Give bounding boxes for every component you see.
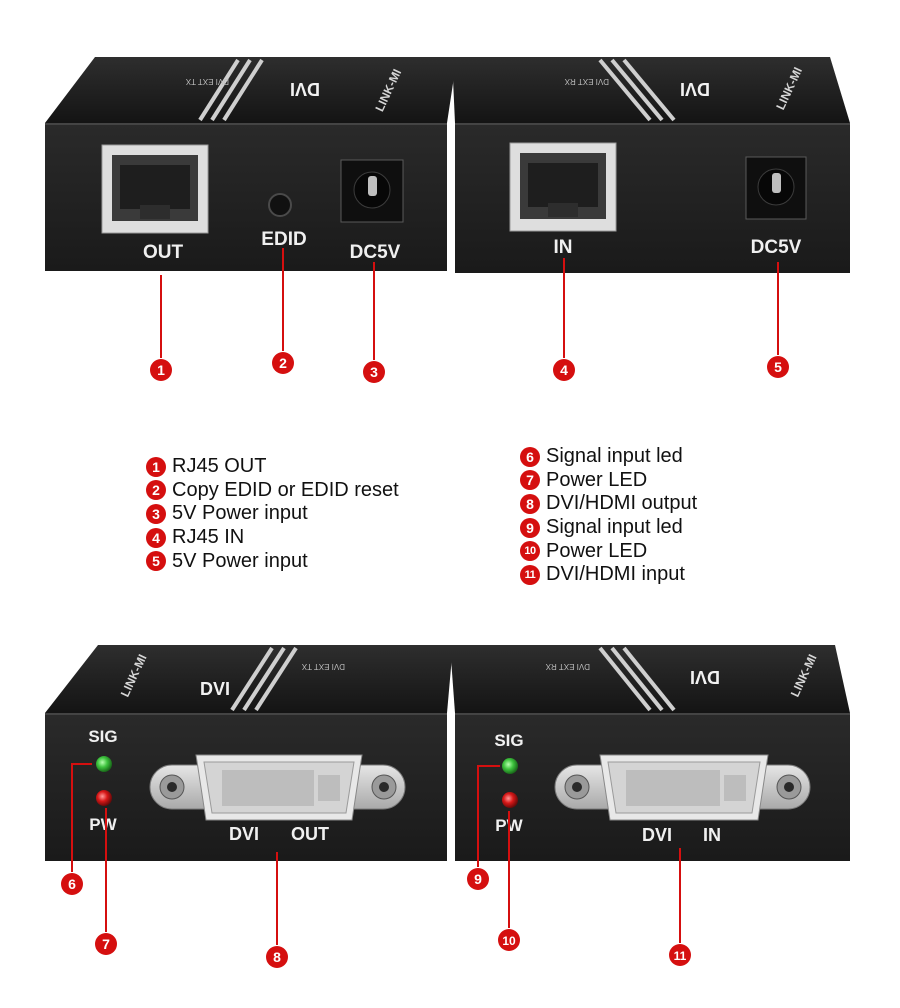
legend-badge: 6 [520,446,540,467]
dc-jack-rx [745,156,807,220]
callout-3: 3 [363,361,385,383]
legend-text: 5V Power input [172,502,308,525]
legend-item-8: 8 DVI/HDMI output [520,492,697,516]
legend-badge: 5 [146,551,166,572]
legend-item-9: 9 Signal input led [520,516,697,540]
bottom-tx-pw-led [96,790,112,806]
rj45-out-port [101,144,209,234]
legend-text: 5V Power input [172,549,308,572]
legend-badge: 4 [146,527,166,548]
legend-badge: 2 [146,480,166,501]
edid-label: EDID [261,229,306,250]
legend-badge: 9 [520,517,540,538]
legend-item-6: 6 Signal input led [520,445,697,469]
legend-item-2: 2 Copy EDID or EDID reset [146,479,399,503]
legend-item-5: 5 5V Power input [146,549,399,573]
callout-11: 11 [669,944,691,966]
dvi-out-label: DVI [229,824,259,844]
bottom-rx-pw-led [502,792,518,808]
callout-6: 6 [61,873,83,895]
svg-text:11: 11 [674,949,687,963]
dvi-out-connector [149,754,406,821]
svg-text:1: 1 [157,362,165,378]
callout-7: 7 [95,933,117,955]
dvi-in-connector [554,754,811,821]
legend-item-10: 10 Power LED [520,539,697,563]
bottom-rx-unit: DVI EXT RX [545,662,590,671]
bottom-tx-sig-led [96,756,112,772]
device-bottom-tx: DVI DVI EXT TX LINK-MI SIG PW DVI OUT [45,645,453,861]
bottom-rx-sig-led [502,758,518,774]
rj45-out-label: OUT [143,242,184,263]
svg-text:2: 2 [279,355,287,371]
dvi-out-dir: OUT [291,824,329,844]
callout-5: 5 [767,356,789,378]
bottom-tx-sig-label: SIG [88,727,117,746]
bottom-rx-sig-label: SIG [494,731,523,750]
dvi-in-dir: IN [703,825,721,845]
bottom-tx-model: DVI [200,679,230,699]
legend-text: RJ45 IN [172,526,245,549]
legend-text: RJ45 OUT [172,455,267,478]
legend-badge: 8 [520,493,540,514]
dc5v-rx-label: DC5V [751,237,802,258]
legend-badge: 1 [146,456,166,477]
legend-badge: 7 [520,470,540,491]
legend-badge: 11 [520,564,540,585]
legend-text: Signal input led [546,516,683,539]
callout-10: 10 [498,929,520,951]
legend-text: Power LED [546,468,648,491]
dc5v-tx-label: DC5V [350,242,401,263]
dvi-in-label: DVI [642,825,672,845]
svg-text:6: 6 [68,876,76,892]
device-bottom-rx: DVI DVI EXT RX LINK-MI SIG PW DVI IN [450,645,850,861]
rj45-in-port [509,142,617,232]
svg-text:4: 4 [560,362,568,378]
legend-item-3: 3 5V Power input [146,502,399,526]
svg-text:8: 8 [273,949,281,965]
top-rx-model: DVI [680,79,710,99]
top-tx-model: DVI [290,79,320,99]
svg-text:9: 9 [474,871,482,887]
rj45-in-label: IN [554,237,573,258]
legend-item-4: 4 RJ45 IN [146,526,399,550]
bottom-rx-model: DVI [690,667,720,687]
edid-button [268,193,292,217]
legend-left: 1 RJ45 OUT 2 Copy EDID or EDID reset 3 5V P… [146,455,399,573]
callout-4: 4 [553,359,575,381]
legend-badge: 3 [146,503,166,524]
legend-text: DVI/HDMI input [546,563,685,586]
callout-lines [71,248,779,945]
callout-9: 9 [467,868,489,890]
top-tx-unit: DVI EXT TX [185,77,229,86]
legend-badge: 10 [520,541,540,562]
svg-text:3: 3 [370,364,378,380]
bottom-tx-unit: DVI EXT TX [301,662,345,671]
svg-text:5: 5 [774,359,782,375]
legend-text: Power LED [546,539,648,562]
callout-1: 1 [150,359,172,381]
svg-text:10: 10 [502,934,516,948]
top-rx-unit: DVI EXT RX [564,77,609,86]
device-top-rx: DVI DVI EXT RX LINK-MI IN DC5V [452,57,850,273]
callout-8: 8 [266,946,288,968]
svg-text:7: 7 [102,936,110,952]
bottom-tx-pw-label: PW [89,815,117,834]
legend-text: Signal input led [546,445,683,468]
legend-item-7: 7 Power LED [520,469,697,493]
dc-jack-tx [340,159,404,223]
legend-text: Copy EDID or EDID reset [172,478,399,501]
device-top-tx: DVI DVI EXT TX LINK-MI OUT EDID DC5V [45,57,457,271]
legend-item-11: 11 DVI/HDMI input [520,563,697,587]
callout-2: 2 [272,352,294,374]
legend-text: DVI/HDMI output [546,492,698,515]
legend-item-1: 1 RJ45 OUT [146,455,399,479]
